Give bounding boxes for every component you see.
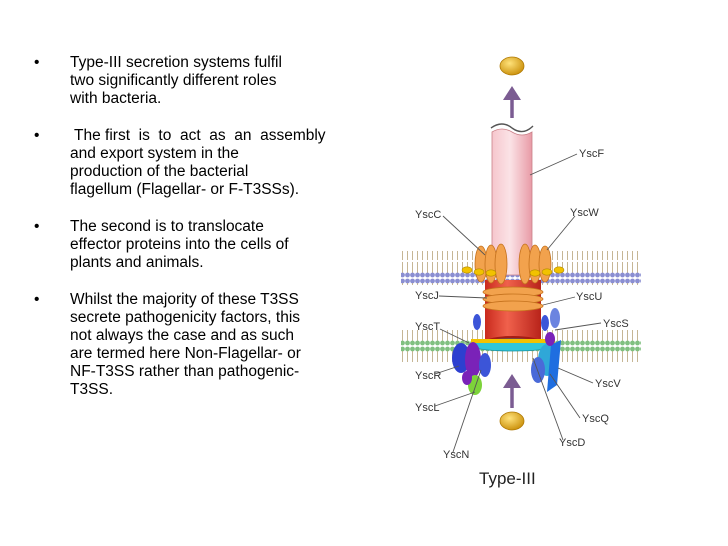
bullet-line: plants and animals. (70, 254, 204, 271)
t3ss-diagram: YscF YscC YscW YscJ YscU YscS YscT YscR … (401, 56, 641, 488)
secretion-arrow-top (503, 86, 521, 118)
bullet-line: two significantly different roles (70, 72, 277, 89)
bullet-marker: • (34, 218, 40, 235)
bullet-line: Type-III secretion systems fulfil (70, 54, 282, 71)
label-yscn: YscN (443, 449, 469, 461)
bullet-line: flagellum (Flagellar- or F-T3SSs). (70, 181, 300, 198)
bullet-line: Whilst the majority of these T3SS (70, 291, 299, 308)
bullet-line: production of the bacterial (70, 163, 249, 180)
label-yscj: YscJ (415, 290, 439, 302)
label-yscw: YscW (570, 207, 599, 219)
diagram-caption: Type-III (479, 469, 536, 488)
label-yscq: YscQ (582, 413, 609, 425)
label-yscu: YscU (576, 291, 602, 303)
inner-ring-stack (482, 286, 544, 312)
label-yscd: YscD (559, 437, 585, 449)
bullet-marker: • (34, 54, 40, 71)
bullet-line: The second is to translocate (70, 218, 264, 235)
bullet-item: • The second is to translocate effector … (34, 218, 374, 272)
ysct-protein (465, 342, 481, 378)
bullet-line: with bacteria. (70, 90, 162, 107)
effector-blob-bottom (499, 411, 525, 431)
secretion-arrow-bottom (503, 374, 521, 408)
bullet-line: effector proteins into the cells of (70, 236, 289, 253)
label-leaders (434, 153, 602, 453)
ring-beads (461, 266, 565, 277)
bullet-item: • The first is to act as an assembly and… (34, 127, 374, 199)
label-yscv: YscV (595, 378, 621, 390)
bullet-line: are termed here Non-Flagellar- or (70, 345, 301, 362)
bullet-line: and export system in the (70, 145, 239, 162)
bullet-item: • Whilst the majority of these T3SS secr… (34, 291, 374, 399)
bullet-marker: • (34, 291, 40, 308)
label-ysct: YscT (415, 321, 440, 333)
label-yscf: YscF (579, 148, 604, 160)
bullet-item: • Type-III secretion systems fulfil two … (34, 54, 374, 108)
yscv-protein (547, 340, 561, 392)
bullet-line: NF-T3SS rather than pathogenic- (70, 363, 300, 380)
bullet-list: • Type-III secretion systems fulfil two … (34, 54, 374, 418)
label-yscl: YscL (415, 402, 439, 414)
label-yscc: YscC (415, 209, 441, 221)
bullet-line: The first is to act as an assembly (70, 127, 326, 144)
bullet-line: not always the case and as such (70, 327, 295, 344)
bullet-line: secrete pathogenicity factors, this (70, 309, 301, 326)
needle-filament (491, 128, 533, 276)
effector-blob-top (499, 56, 525, 76)
label-yscs: YscS (603, 318, 629, 330)
bullet-marker: • (34, 127, 40, 144)
label-yscr: YscR (415, 370, 441, 382)
bullet-line: T3SS. (70, 381, 114, 398)
